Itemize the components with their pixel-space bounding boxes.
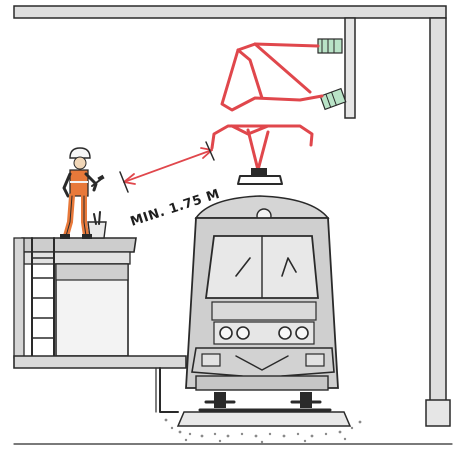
tool-bucket (87, 211, 107, 239)
clearance-dimension (119, 141, 215, 193)
insulator-upper (317, 38, 343, 54)
track-bed (164, 408, 362, 444)
locomotive (185, 195, 339, 408)
insulator-lower (319, 87, 347, 111)
overhead-gantry (13, 5, 451, 427)
pantograph (210, 124, 314, 185)
worker-figure (60, 147, 105, 239)
work-platform (13, 237, 187, 413)
live-catenary-wire (220, 42, 324, 112)
